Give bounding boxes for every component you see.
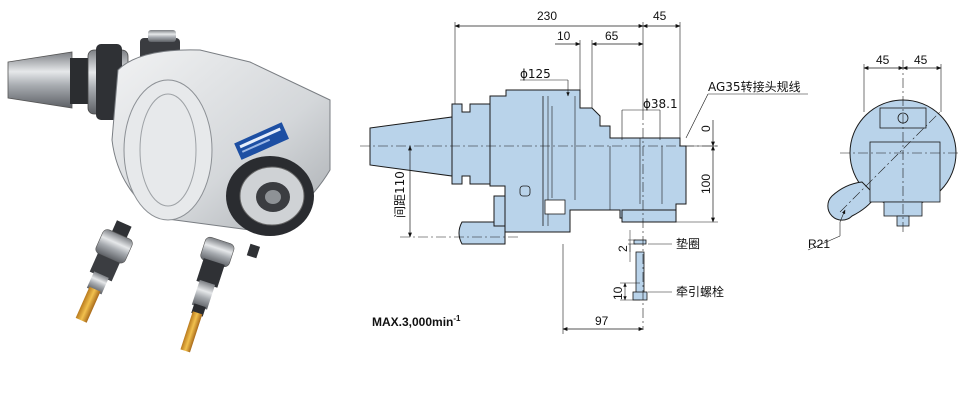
dim-phi38: ϕ38.1	[643, 97, 678, 111]
front-dim-right: 45	[914, 53, 928, 67]
bolt-label: 牵引螺栓	[676, 284, 724, 299]
dim-head-offset: 45	[653, 9, 667, 23]
dim-97: 97	[595, 314, 609, 328]
dim-overall-length: 230	[537, 9, 557, 23]
dim-65: 65	[605, 29, 619, 43]
front-dim-left: 45	[876, 53, 890, 67]
side-view-drawing	[360, 22, 808, 334]
washer-dim: 2	[616, 245, 630, 252]
dim-10: 10	[557, 29, 571, 43]
dim-100: 100	[699, 174, 713, 194]
center-distance-label: 间距110	[393, 171, 407, 218]
front-radius: R21	[808, 237, 830, 251]
front-view-drawing	[807, 60, 960, 251]
adapter-label: AG35转接头规线	[708, 79, 801, 94]
dim-phi125: ϕ125	[520, 67, 551, 81]
angle-head-photo	[7, 30, 331, 353]
dim-zero: 0	[699, 125, 713, 132]
washer-label: 垫圈	[676, 236, 700, 251]
bolt-dim: 10	[611, 286, 625, 300]
max-speed: MAX.3,000min-1	[372, 314, 461, 329]
